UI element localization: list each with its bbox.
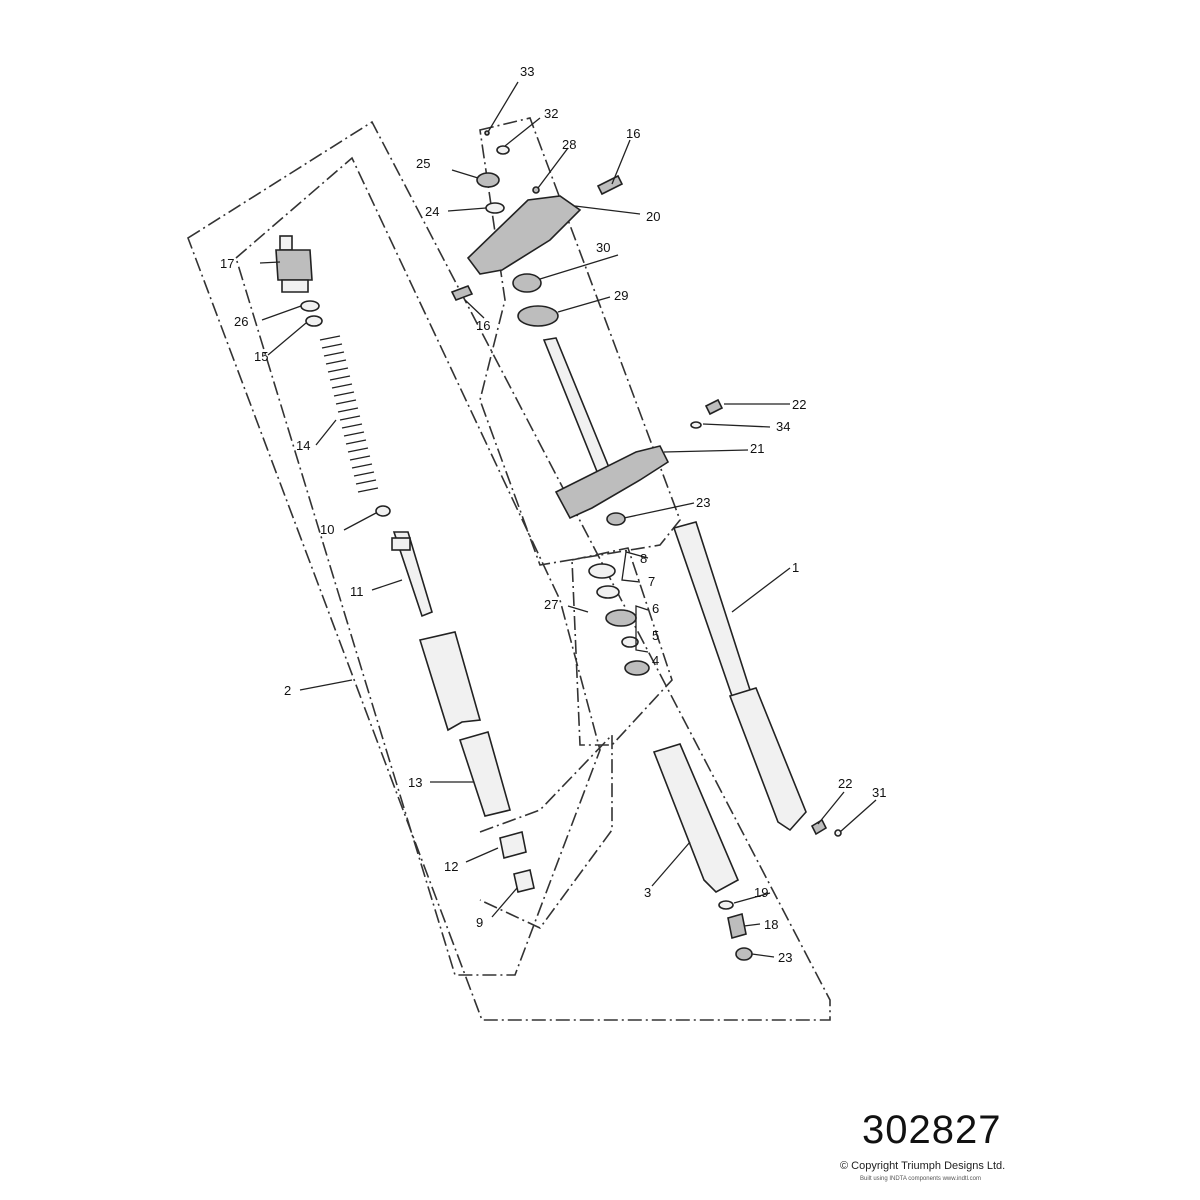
callout-label: 16 [476,318,490,333]
steering-stem [542,337,612,475]
callout-labels: 1 2 3 4 5 6 7 8 9 10 11 12 13 14 15 16 1… [220,64,886,965]
fork-slider-1 [728,687,807,832]
built-note: Built using INDTA components www.indtl.c… [860,1176,981,1182]
bolt-22-lower [810,818,828,836]
leader-lines [259,81,877,958]
callout-label: 26 [234,314,248,329]
washer-28 [532,186,540,194]
callout-label: 3 [644,885,651,900]
washer-5 [621,636,639,648]
lower-leg-3 [652,743,740,893]
callout-label: 23 [696,495,710,510]
callout-label: 24 [425,204,439,219]
callout-label: 33 [520,64,534,79]
callout-label: 14 [296,438,310,453]
callout-label: 11 [350,584,364,599]
seal-6 [605,609,637,627]
callout-label: 10 [320,522,334,537]
callout-label: 12 [444,859,458,874]
callout-label: 2 [284,683,291,698]
callout-label: 28 [562,137,576,152]
inner-tube-lower [458,731,511,817]
callout-label: 9 [476,915,483,930]
bushing-12 [499,831,527,859]
bearing-29 [517,305,559,327]
callout-label: 22 [792,397,806,412]
callout-label: 13 [408,775,422,790]
callout-label: 17 [220,256,234,271]
diagram-reference-number: 302827 [862,1108,1002,1152]
fork-tube-1 [672,521,752,698]
callout-label: 18 [764,917,778,932]
copyright-notice: © Copyright Triumph Designs Ltd. [840,1160,1006,1172]
callout-label: 32 [544,106,558,121]
washer-34 [690,421,702,429]
washer-26 [300,300,320,312]
clip-7 [596,585,620,599]
clip-32 [496,145,510,155]
washer-19 [718,900,734,910]
bushing-9 [513,869,535,893]
bolt-16-left [450,284,474,302]
top-yoke [466,195,582,275]
callout-label: 20 [646,209,660,224]
bolt-22-top [704,398,724,416]
seal-kit-boundary [571,547,673,746]
ring-8 [588,563,616,579]
callout-label: 1 [792,560,799,575]
cap-23-top [606,512,626,526]
damper-rod [391,531,433,618]
outer-fork-boundary [187,120,831,1021]
cap-23-bottom [735,947,753,961]
washer-15 [305,315,323,327]
callout-label: 8 [640,551,647,566]
callout-label: 22 [838,776,852,791]
parts [275,130,842,961]
inner-fork-boundary [235,156,601,976]
callout-label: 6 [652,601,659,616]
callout-label: 21 [750,441,764,456]
nut-25 [476,172,500,188]
yoke-boundary [479,117,681,566]
callout-label: 25 [416,156,430,171]
washer-24 [485,202,505,214]
callout-label: 7 [648,574,655,589]
callout-label: 5 [652,628,659,643]
assembly-boundaries [187,117,831,1021]
bushing-4 [624,660,650,676]
callout-label: 27 [544,597,558,612]
fork-top-cap [275,235,313,293]
cap-31 [834,829,842,837]
bolt-16-top [596,174,624,196]
spacer-10 [375,505,391,517]
lower-boundary [479,733,613,930]
callout-label: 15 [254,349,268,364]
callout-label: 23 [778,950,792,965]
callout-label: 34 [776,419,790,434]
fork-spring [319,335,379,493]
callout-label: 16 [626,126,640,141]
callout-label: 29 [614,288,628,303]
callout-label: 31 [872,785,886,800]
bolt-18 [727,912,747,940]
inner-tube-upper [418,631,482,732]
callout-label: 19 [754,885,768,900]
bottom-yoke [554,445,670,520]
callout-label: 4 [652,653,659,668]
callout-label: 30 [596,240,610,255]
stem-nut-30 [512,273,542,293]
